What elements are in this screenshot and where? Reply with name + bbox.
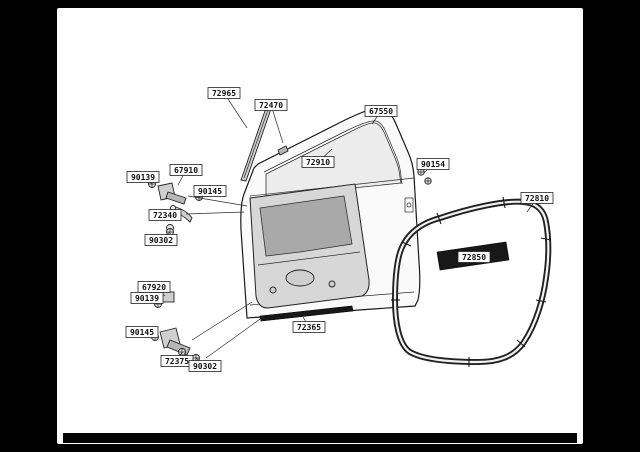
- callout-leader-line: [270, 104, 284, 144]
- part-callout[interactable]: 67910: [169, 164, 203, 186]
- callout-box[interactable]: [130, 292, 164, 304]
- part-callout[interactable]: 90154: [416, 158, 450, 174]
- part-callout[interactable]: 90139: [126, 171, 160, 185]
- callout-box[interactable]: [126, 171, 160, 183]
- callout-box[interactable]: [416, 158, 450, 170]
- part-callout[interactable]: 72965: [207, 87, 248, 129]
- lower-hinge-assembly: [159, 291, 191, 356]
- part-callout[interactable]: 90145: [193, 185, 227, 198]
- part-number[interactable]: 90139: [131, 173, 155, 182]
- lower-molding-strip: [259, 305, 354, 322]
- part-callout[interactable]: 72470: [254, 99, 288, 144]
- part-callout[interactable]: 72910: [301, 148, 335, 168]
- part-callout[interactable]: 72340: [148, 209, 182, 221]
- part-callout[interactable]: 72810: [520, 192, 554, 213]
- callout-box[interactable]: [207, 87, 241, 99]
- part-number[interactable]: 90302: [149, 236, 173, 245]
- part-callout[interactable]: 67550: [364, 105, 398, 125]
- callout-box[interactable]: [301, 156, 335, 168]
- part-number[interactable]: 72910: [306, 158, 330, 167]
- part-number[interactable]: 90302: [193, 362, 217, 371]
- part-number[interactable]: 67550: [369, 107, 393, 116]
- part-number[interactable]: 67910: [174, 166, 198, 175]
- callout-box[interactable]: [193, 185, 227, 197]
- part-callouts: 72965 72470 67550 72910 90154 72810 72850 90139…: [125, 87, 554, 372]
- callout-box[interactable]: [188, 360, 222, 372]
- part-number[interactable]: 72965: [212, 89, 236, 98]
- bolt-icon: [424, 177, 432, 185]
- part-number[interactable]: 72340: [153, 211, 177, 220]
- callout-box[interactable]: [254, 99, 288, 111]
- callout-box[interactable]: [520, 192, 554, 204]
- part-callout[interactable]: 72850: [457, 251, 491, 263]
- part-number[interactable]: 67920: [142, 283, 166, 292]
- part-callout[interactable]: 90302: [188, 357, 222, 372]
- speaker-hole: [285, 269, 315, 287]
- callout-box[interactable]: [144, 234, 178, 246]
- part-number[interactable]: 72810: [525, 194, 549, 203]
- part-number[interactable]: 72365: [297, 323, 321, 332]
- callout-box[interactable]: [292, 321, 326, 333]
- callout-box[interactable]: [364, 105, 398, 117]
- callout-box[interactable]: [457, 251, 491, 263]
- callout-box[interactable]: [148, 209, 182, 221]
- part-callout[interactable]: 90139: [130, 292, 164, 304]
- part-number[interactable]: 90139: [135, 294, 159, 303]
- part-number[interactable]: 90154: [421, 160, 445, 169]
- sash-clip: [277, 145, 289, 156]
- part-callout[interactable]: 90302: [144, 231, 178, 246]
- callout-box[interactable]: [169, 164, 203, 176]
- part-number[interactable]: 72375: [165, 357, 189, 366]
- door-inner-panel: [249, 183, 370, 309]
- part-number[interactable]: 90145: [130, 328, 154, 337]
- assembly-leader-lines: [185, 195, 264, 359]
- part-number[interactable]: 72850: [462, 253, 486, 262]
- part-number[interactable]: 90145: [198, 187, 222, 196]
- part-number[interactable]: 72470: [259, 101, 283, 110]
- inner-panel-opening: [259, 195, 353, 257]
- callout-box[interactable]: [125, 326, 159, 338]
- bottom-divider: [63, 433, 577, 443]
- part-callout[interactable]: 90145: [125, 326, 159, 338]
- part-callout[interactable]: 72365: [292, 316, 326, 333]
